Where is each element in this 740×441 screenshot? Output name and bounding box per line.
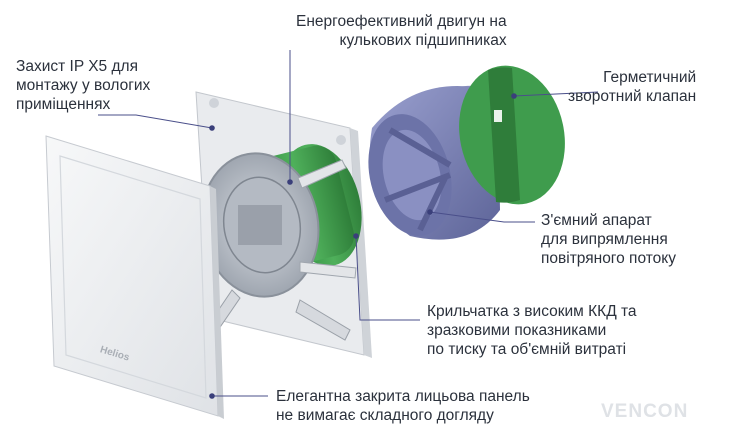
dot-ip — [209, 125, 215, 131]
callout-line: Елегантна закрита лицьова панель — [276, 388, 530, 405]
leader-straightener — [429, 211, 535, 223]
callout-impeller: Крильчатка з високим ККД та зразковими п… — [427, 302, 637, 359]
callout-line: Крильчатка з високим ККД та — [427, 303, 637, 320]
callout-line: зразковими показниками — [427, 322, 607, 339]
callout-line: приміщеннях — [16, 96, 111, 113]
dot-impeller — [353, 233, 359, 239]
watermark-logo: VENCON — [601, 401, 689, 422]
leader-ip — [98, 114, 213, 129]
leader-dots — [209, 93, 517, 399]
dot-motor — [287, 179, 293, 185]
check-valve — [459, 65, 565, 205]
leader-valve — [513, 91, 599, 97]
callout-line: кулькових підшипниках — [339, 32, 507, 49]
callout-line: Захист IP X5 для — [16, 58, 138, 75]
callout-line: Герметичний — [603, 69, 697, 86]
callout-ip-protection: Захист IP X5 для монтажу у вологих примі… — [16, 57, 150, 114]
dot-panel — [209, 393, 215, 399]
callout-front-panel: Елегантна закрита лицьова панель не вима… — [276, 387, 530, 425]
leader-impeller — [355, 235, 420, 321]
callout-check-valve: Герметичний зворотний клапан — [568, 68, 696, 106]
callout-line: для випрямлення — [541, 231, 668, 248]
dot-valve — [511, 93, 517, 99]
front-panel — [45, 135, 224, 419]
callout-line: по тиску та об'ємній витраті — [427, 341, 627, 358]
callout-line: монтажу у вологих — [16, 77, 151, 94]
callout-line: не вимагає складного догляду — [276, 407, 494, 424]
dot-straightener — [427, 209, 433, 215]
callout-line: Енергоефективний двигун на — [296, 13, 507, 30]
callout-motor: Енергоефективний двигун на кулькових під… — [296, 12, 507, 50]
leader-lines — [98, 50, 599, 397]
callout-line: зворотний клапан — [568, 88, 697, 105]
callout-line: З'ємний апарат — [541, 212, 652, 229]
callout-flow-straightener: З'ємний апарат для випрямлення повітряно… — [541, 211, 676, 268]
callout-line: повітряного потоку — [541, 250, 676, 267]
